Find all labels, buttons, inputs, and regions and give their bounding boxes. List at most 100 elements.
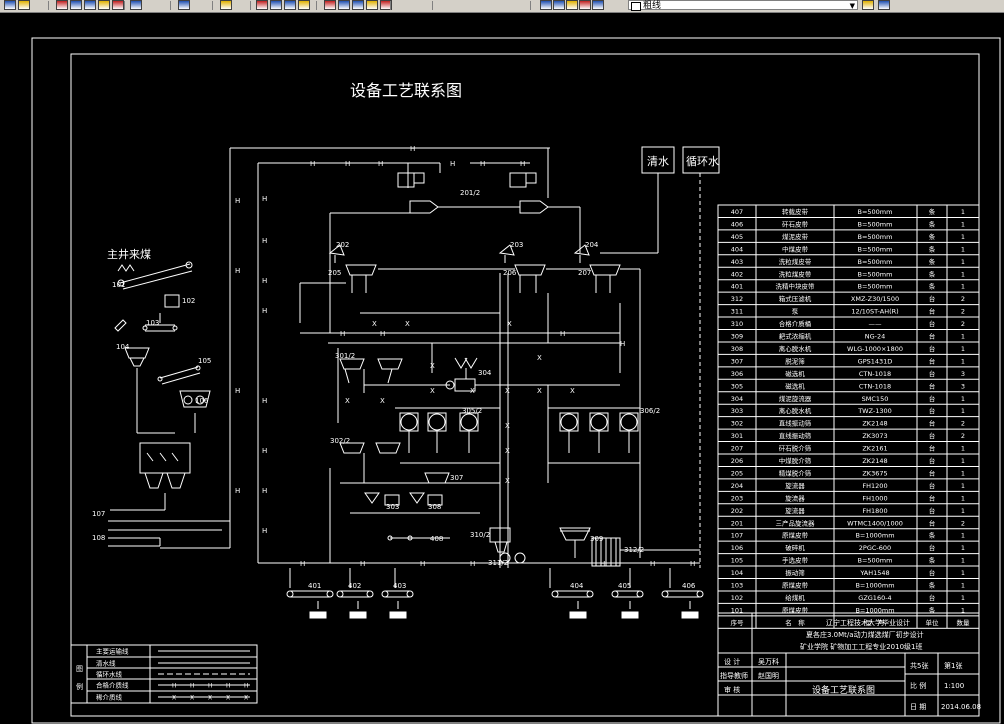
table-cell: 406	[731, 220, 743, 228]
table-cell: B=1000mm	[855, 606, 894, 614]
h-marker: H	[450, 160, 455, 168]
table-cell: 台	[929, 593, 936, 602]
table-header-cell: 型 号	[865, 618, 885, 627]
h-marker: H	[300, 560, 305, 568]
table-cell: ZK2148	[862, 457, 887, 465]
equipment-label-105: 105	[198, 357, 211, 365]
table-cell: 条	[929, 232, 936, 241]
legend-h-mark: H	[190, 683, 195, 690]
table-cell: 101	[731, 606, 743, 614]
layer-state-icon[interactable]	[862, 0, 874, 10]
table-cell: 302	[731, 420, 743, 428]
h-marker: H	[360, 560, 365, 568]
layer-manager-icon[interactable]	[540, 0, 552, 10]
table-cell: 直线振动筛	[779, 419, 812, 428]
table-cell: 泵	[792, 308, 799, 316]
copy-icon[interactable]	[70, 0, 82, 10]
table-header-cell: 序号	[731, 618, 745, 627]
table-cell: 台	[929, 394, 936, 403]
h-marker: H	[262, 447, 267, 455]
sheetset-icon[interactable]	[338, 0, 350, 10]
chevron-down-icon[interactable]: ▼	[849, 2, 855, 10]
toolbar-separator	[250, 1, 251, 10]
help-icon[interactable]	[380, 0, 392, 10]
table-cell: FH1800	[862, 507, 887, 515]
scale-label: 比 例	[910, 681, 926, 690]
table-cell: B=1000mm	[855, 532, 894, 540]
undo-icon[interactable]	[112, 0, 124, 10]
drawing-canvas[interactable]: 设备工艺联系图 主井来煤 清水 循环水	[0, 13, 1004, 724]
advisor-label: 指导教师	[720, 671, 748, 680]
lock-icon[interactable]	[579, 0, 591, 10]
table-cell: 404	[731, 245, 743, 253]
circulating-water-label: 循环水	[686, 155, 719, 168]
layer-prev-icon[interactable]	[878, 0, 890, 10]
raw-coal-section	[108, 148, 231, 549]
h-marker: H	[262, 487, 267, 495]
table-cell: 矸石脱介筛	[779, 444, 812, 453]
table-cell: ZK3675	[862, 469, 887, 477]
h-marker: H	[480, 160, 485, 168]
table-cell: B=500mm	[858, 245, 893, 253]
table-cell: 台	[929, 344, 936, 353]
zoom-window-icon[interactable]	[256, 0, 268, 10]
zoom-icon[interactable]	[56, 0, 68, 10]
legend-x-mark: X	[244, 695, 248, 702]
toolbar-separator	[390, 1, 391, 10]
properties-icon[interactable]	[284, 0, 296, 10]
date-value: 2014.06.08	[941, 703, 981, 711]
print-icon[interactable]	[18, 0, 30, 10]
layer-dropdown[interactable]: 粗线▼	[628, 0, 858, 11]
legend-label: 循环水线	[96, 670, 123, 679]
bulb-icon[interactable]	[553, 0, 565, 10]
open-icon[interactable]	[4, 0, 16, 10]
table-cell: 1	[961, 345, 965, 353]
zoom-prev-icon[interactable]	[270, 0, 282, 10]
table-cell: 原煤皮带	[782, 531, 809, 540]
product-bins	[309, 611, 699, 619]
table-cell: B=500mm	[858, 270, 893, 278]
designcenter-icon[interactable]	[298, 0, 310, 10]
mid-pipe-network	[300, 273, 621, 568]
table-cell: 台	[929, 481, 936, 490]
table-cell: B=500mm	[858, 283, 893, 291]
markup-icon[interactable]	[352, 0, 364, 10]
equipment-label-103: 103	[146, 319, 159, 327]
centrifuges	[350, 492, 480, 541]
zoom-realtime-icon[interactable]	[220, 0, 232, 10]
table-cell: 三产品旋流器	[776, 518, 816, 527]
color-icon[interactable]	[592, 0, 604, 10]
redo-icon[interactable]	[130, 0, 142, 10]
table-cell: 脱泥筛	[785, 356, 805, 365]
sun-icon[interactable]	[566, 0, 578, 10]
table-cell: 中煤脱介筛	[779, 456, 812, 465]
legend-label: 合格介质线	[96, 681, 129, 690]
pan-icon[interactable]	[178, 0, 190, 10]
calc-icon[interactable]	[366, 0, 378, 10]
table-cell: 1	[961, 557, 965, 565]
x-marker: X	[505, 447, 510, 455]
x-marker: X	[537, 354, 542, 362]
equipment-label-106: 106	[195, 397, 209, 405]
toolpalette-icon[interactable]	[324, 0, 336, 10]
table-cell: 给煤机	[785, 593, 805, 602]
match-icon[interactable]	[98, 0, 110, 10]
h-marker: H	[420, 560, 425, 568]
table-cell: 1	[961, 482, 965, 490]
source-label: 主井来煤	[107, 247, 151, 261]
table-cell: B=1000mm	[855, 582, 894, 590]
toolbar-separator	[170, 1, 171, 10]
paste-icon[interactable]	[84, 0, 96, 10]
x-marker: X	[430, 387, 435, 395]
x-marker: X	[505, 387, 510, 395]
